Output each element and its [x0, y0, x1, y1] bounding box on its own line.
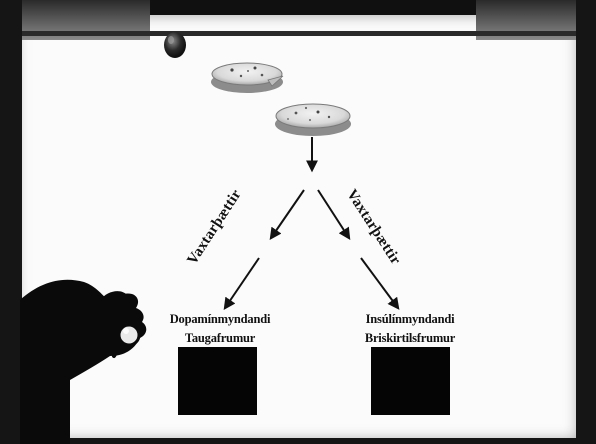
branch-arrow-left-lower — [223, 257, 260, 310]
target-right-line1: Insúlínmyndandi — [365, 312, 455, 326]
petri-dish-icon — [211, 62, 284, 93]
branch-arrow-right-lower — [360, 257, 400, 310]
target-left-line1: Dopamínmyndandi — [169, 312, 271, 326]
petri-dish-icon — [275, 103, 351, 136]
target-left-line2: Taugafrumur — [184, 331, 256, 345]
branch-arrow-right-upper — [317, 189, 351, 241]
frame-bottom-edge — [0, 438, 596, 444]
slide — [17, 15, 578, 440]
magnifier-icon — [112, 323, 141, 358]
branch-arrow-left-upper — [269, 189, 305, 240]
result-box-left — [178, 347, 257, 415]
target-right-line2: Briskirtilsfrumur — [364, 331, 456, 345]
result-box-right — [371, 347, 450, 415]
frame-top-rail — [20, 31, 576, 36]
target-label-right: Insúlínmyndandi Briskirtilsfrumur — [330, 310, 490, 348]
cell-sphere-icon — [164, 32, 186, 58]
frame-left-edge — [0, 0, 22, 444]
hand-silhouette-icon — [20, 279, 147, 444]
target-label-left: Dopamínmyndandi Taugafrumur — [140, 310, 300, 348]
frame-right-edge — [576, 0, 596, 444]
